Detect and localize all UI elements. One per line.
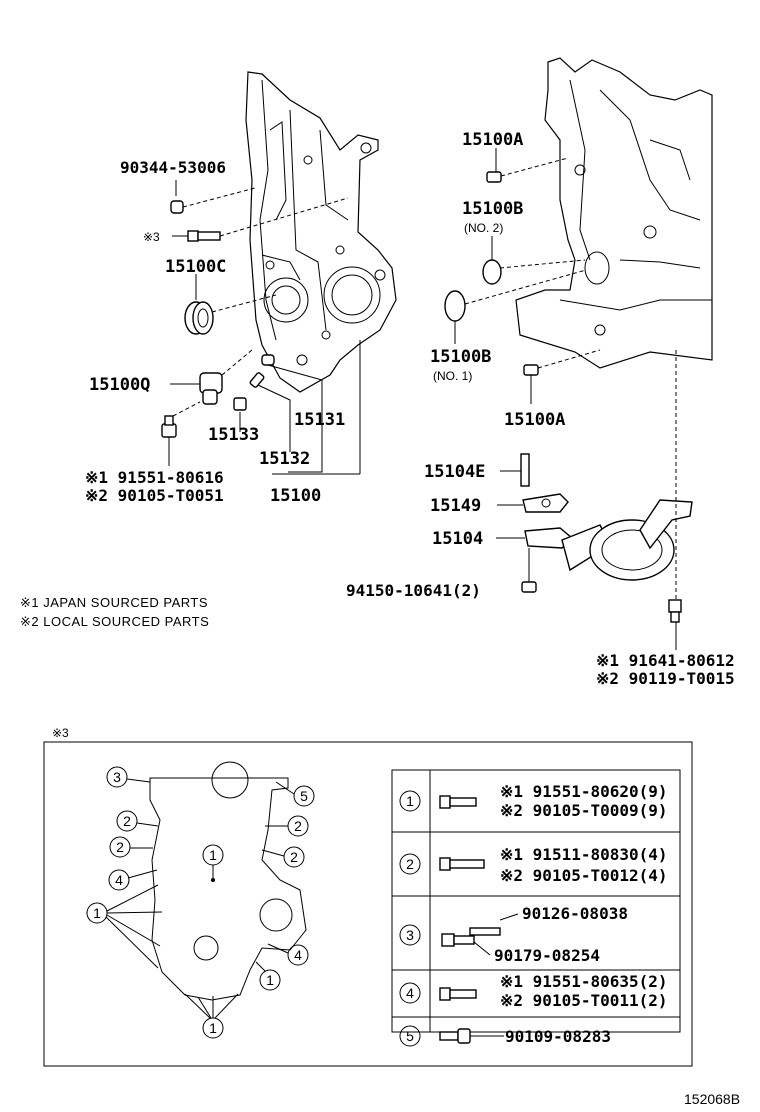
table-row-3-line2: 90179-08254 bbox=[494, 946, 600, 965]
illustration-ref-code: 152068B bbox=[684, 1091, 740, 1107]
bolt-table-row-4: 4 ※1 91551-80635(2) ※2 90105-T0011(2) bbox=[399, 972, 668, 1010]
table-row-1-line1: ※1 91551-80620(9) bbox=[500, 782, 668, 801]
bolt-table-row-5: 5 90109-08283 bbox=[399, 1025, 611, 1047]
label-bolt-local-90119-T0015: ※2 90119-T0015 bbox=[596, 669, 735, 688]
label-15104: 15104 bbox=[432, 529, 483, 549]
svg-text:1: 1 bbox=[93, 905, 101, 921]
label-bolt-japan-91551-80616: ※1 91551-80616 bbox=[85, 468, 224, 487]
cover-small-parts bbox=[161, 180, 361, 475]
label-15132: 15132 bbox=[259, 449, 310, 469]
detail-label: ※3 bbox=[52, 726, 69, 740]
table-row-2-line2: ※2 90105-T0012(4) bbox=[500, 866, 668, 885]
label-15131: 15131 bbox=[294, 410, 345, 430]
svg-text:2: 2 bbox=[406, 856, 414, 872]
label-x3: ※3 bbox=[143, 230, 160, 244]
label-94150-10641: 94150-10641(2) bbox=[346, 581, 481, 600]
bolt-table bbox=[391, 769, 681, 1033]
table-row-5-line1: 90109-08283 bbox=[505, 1027, 611, 1046]
label-15100A-top: 15100A bbox=[462, 130, 523, 150]
svg-text:5: 5 bbox=[300, 788, 308, 804]
note-japan-sourced: ※1 JAPAN SOURCED PARTS bbox=[20, 595, 208, 610]
svg-text:1: 1 bbox=[406, 793, 414, 809]
table-row-4-line2: ※2 90105-T0011(2) bbox=[500, 991, 668, 1010]
label-no1: (NO. 1) bbox=[433, 369, 472, 383]
label-15100B-no2: 15100B bbox=[462, 199, 523, 219]
svg-text:1: 1 bbox=[209, 1020, 217, 1036]
label-bolt-local-90105-T0051: ※2 90105-T0051 bbox=[85, 486, 224, 505]
table-row-1-line2: ※2 90105-T0009(9) bbox=[500, 801, 668, 820]
bolt-table-row-3: 3 90126-08038 90179-08254 bbox=[399, 904, 628, 965]
table-row-2-line1: ※1 91511-80830(4) bbox=[500, 845, 668, 864]
svg-text:4: 4 bbox=[406, 985, 414, 1001]
label-90344-53006: 90344-53006 bbox=[120, 158, 226, 177]
svg-text:4: 4 bbox=[294, 947, 302, 963]
svg-text:3: 3 bbox=[406, 927, 414, 943]
label-15100B-no1: 15100B bbox=[430, 347, 491, 367]
svg-text:1: 1 bbox=[266, 972, 274, 988]
bolt-table-row-1: 1 ※1 91551-80620(9) ※2 90105-T0009(9) bbox=[399, 782, 668, 820]
svg-text:2: 2 bbox=[290, 849, 298, 865]
svg-text:2: 2 bbox=[116, 839, 124, 855]
label-15104E: 15104E bbox=[424, 462, 485, 482]
svg-text:5: 5 bbox=[406, 1028, 414, 1044]
label-15100Q: 15100Q bbox=[89, 375, 150, 395]
svg-text:4: 4 bbox=[115, 872, 123, 888]
label-15133: 15133 bbox=[208, 425, 259, 445]
bolt-table-row-2: 2 ※1 91511-80830(4) ※2 90105-T0012(4) bbox=[399, 845, 668, 885]
table-row-4-line1: ※1 91551-80635(2) bbox=[500, 972, 668, 991]
label-15100C: 15100C bbox=[165, 257, 226, 277]
detail-box bbox=[43, 741, 693, 1067]
note-local-sourced: ※2 LOCAL SOURCED PARTS bbox=[20, 614, 209, 629]
label-15100: 15100 bbox=[270, 486, 321, 506]
svg-text:2: 2 bbox=[294, 818, 302, 834]
svg-text:2: 2 bbox=[123, 813, 131, 829]
table-row-3-line1: 90126-08038 bbox=[522, 904, 628, 923]
label-no2: (NO. 2) bbox=[464, 221, 503, 235]
label-15149: 15149 bbox=[430, 496, 481, 516]
label-15100A-bottom: 15100A bbox=[504, 410, 565, 430]
label-bolt-japan-91641-80612: ※1 91641-80612 bbox=[596, 651, 735, 670]
block-small-parts bbox=[444, 148, 693, 650]
detail-cover-outline bbox=[149, 761, 307, 1001]
engine-block-drawing bbox=[515, 57, 713, 369]
timing-chain-cover-drawing bbox=[245, 71, 397, 393]
svg-text:1: 1 bbox=[209, 847, 217, 863]
detail-callouts: 3 2 2 4 1 5 2 2 1 4 1 1 bbox=[86, 766, 315, 1039]
svg-text:3: 3 bbox=[113, 769, 121, 785]
